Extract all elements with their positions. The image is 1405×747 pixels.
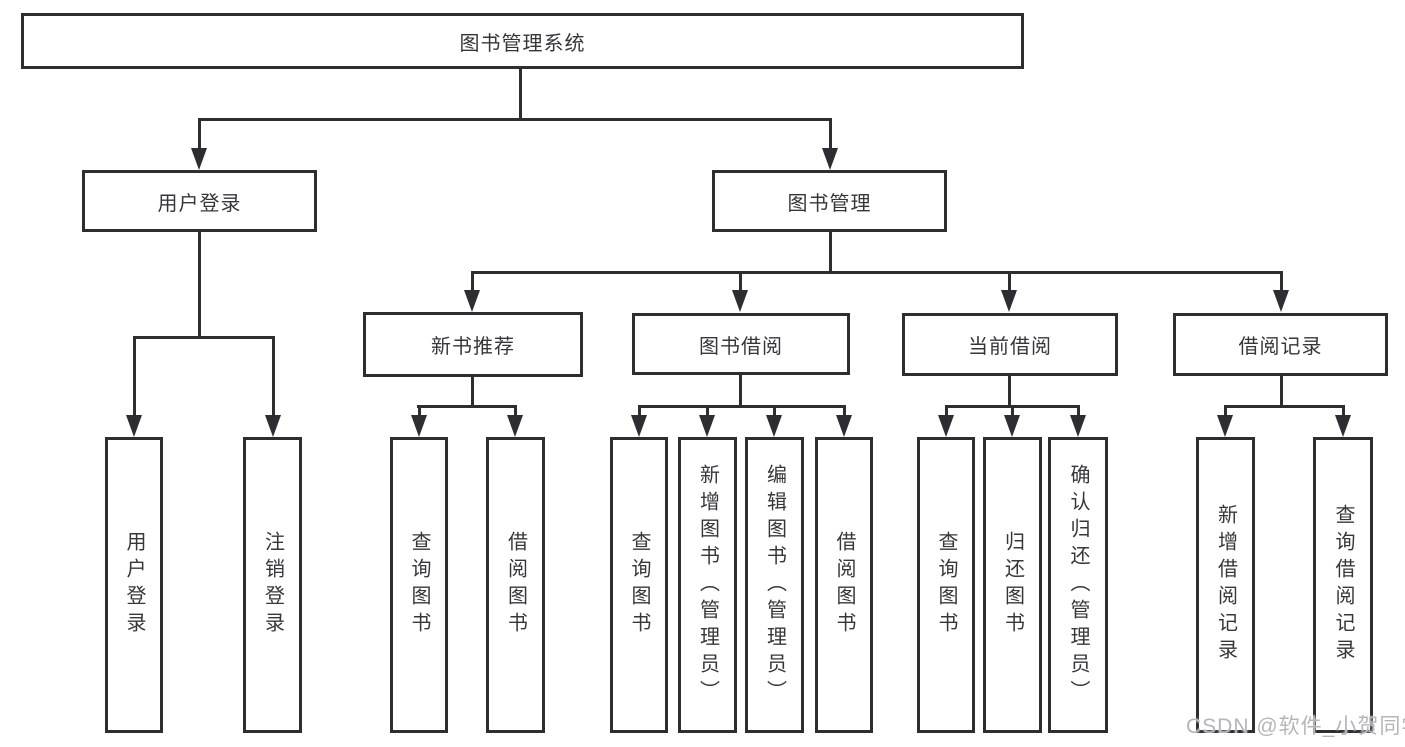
node-book-management: 图书管理 [712,170,947,232]
connector-line [417,405,516,408]
connector-line [471,271,474,290]
connector-line [514,405,517,417]
connector-line [133,336,136,415]
connector-line [418,405,421,417]
arrowhead-icon [464,290,480,312]
arrowhead-icon [732,290,748,312]
connector-line [1224,405,1345,408]
arrowhead-icon [836,415,852,437]
arrowhead-icon [938,415,954,437]
arrowhead-icon [1273,290,1289,312]
connector-line [471,271,1282,274]
leaf-query-books-recommend: 查询图书 [390,437,448,733]
leaf-query-books-current: 查询图书 [917,437,975,733]
arrowhead-icon [822,148,838,170]
connector-line [198,118,201,148]
connector-line [1280,376,1283,405]
connector-line [198,232,201,336]
connector-line [133,336,275,339]
node-label: 图书管理 [787,192,872,215]
node-label: 图书管理系统 [459,32,586,55]
connector-line [1077,405,1080,417]
csdn-watermark: CSDN @软件_小贺同学 [1186,715,1405,738]
connector-line [1008,271,1011,290]
node-user-login: 用户登录 [82,170,317,232]
leaf-label: 借阅图书 [504,531,527,639]
connector-line [272,336,275,415]
leaf-label: 查询图书 [935,531,957,639]
arrowhead-icon [1217,415,1233,437]
connector-line [1011,405,1014,417]
connector-line [1008,376,1011,405]
connector-line [519,69,522,118]
arrowhead-icon [126,415,142,437]
leaf-label: 查询借阅记录 [1332,504,1354,666]
connector-line [1280,271,1283,290]
connector-line [1342,405,1345,417]
leaf-label: 新增借阅记录 [1214,504,1237,666]
leaf-label: 新增图书（管理员） [696,463,719,707]
arrowhead-icon [265,415,281,437]
connector-line [829,232,832,271]
node-book-borrowing: 图书借阅 [632,313,850,375]
arrowhead-icon [699,415,715,437]
leaf-query-borrow-record: 查询借阅记录 [1313,437,1373,733]
node-label: 用户登录 [157,192,242,215]
connector-line [773,405,776,417]
arrowhead-icon [1001,290,1017,312]
leaf-label: 编辑图书（管理员） [763,463,786,707]
leaf-borrow-books-recommend: 借阅图书 [486,437,545,733]
node-library-management-system: 图书管理系统 [21,13,1024,69]
node-new-book-recommendation: 新书推荐 [363,312,583,377]
leaf-label: 查询图书 [408,531,430,639]
connector-line [638,405,846,408]
connector-line [829,118,832,148]
leaf-label: 确认归还（管理员） [1067,463,1089,707]
node-label: 新书推荐 [431,336,515,358]
connector-line [471,377,474,405]
connector-line [198,118,832,121]
leaf-label: 用户登录 [123,531,145,639]
leaf-label: 查询图书 [628,531,650,639]
connector-line [638,405,641,417]
node-current-borrowing: 当前借阅 [902,313,1118,376]
arrowhead-icon [1070,415,1086,437]
arrowhead-icon [507,415,523,437]
leaf-label: 注销登录 [261,531,284,639]
node-borrowing-records: 借阅记录 [1173,313,1388,376]
node-label: 图书借阅 [699,335,783,358]
leaf-borrow-books-borrowing: 借阅图书 [815,437,873,733]
leaf-logout: 注销登录 [243,437,302,733]
connector-line [706,405,709,417]
connector-line [739,271,742,290]
node-label: 借阅记录 [1238,336,1323,358]
leaf-user-login: 用户登录 [105,437,163,733]
leaf-query-books-borrowing: 查询图书 [610,437,668,733]
node-label: 当前借阅 [968,336,1052,358]
arrowhead-icon [631,415,647,437]
connector-line [1224,405,1227,417]
leaf-edit-books-admin: 编辑图书（管理员） [745,437,804,733]
arrowhead-icon [1335,415,1351,437]
connector-line [945,405,948,417]
leaf-add-books-admin: 新增图书（管理员） [678,437,737,733]
arrowhead-icon [766,415,782,437]
leaf-label: 借阅图书 [833,531,855,639]
leaf-add-borrow-record: 新增借阅记录 [1196,437,1255,733]
arrowhead-icon [411,415,427,437]
leaf-return-books: 归还图书 [983,437,1042,733]
leaf-confirm-return-admin: 确认归还（管理员） [1048,437,1108,733]
connector-line [739,375,742,405]
leaf-label: 归还图书 [1001,531,1024,639]
arrowhead-icon [1004,415,1020,437]
arrowhead-icon [191,148,207,170]
connector-line [843,405,846,417]
